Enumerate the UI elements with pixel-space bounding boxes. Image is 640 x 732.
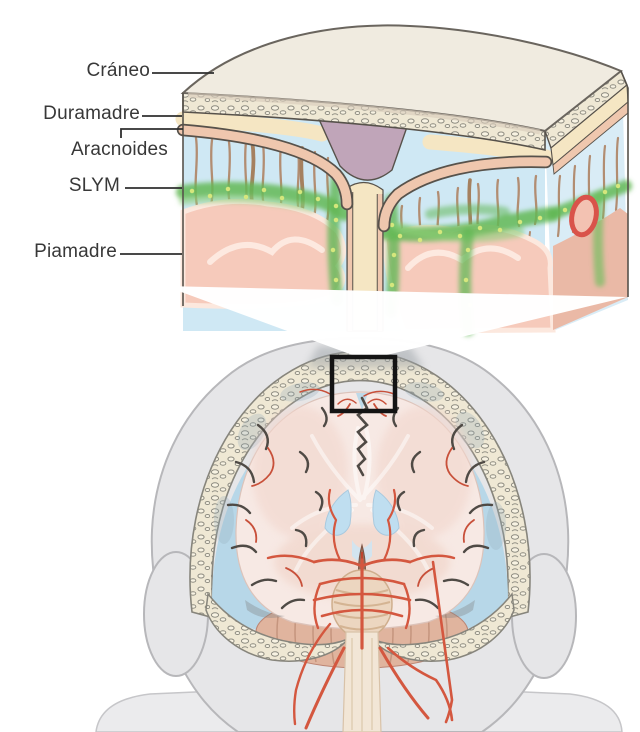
slym-granules bbox=[189, 183, 621, 308]
brain bbox=[226, 388, 494, 630]
fissure-csf bbox=[356, 393, 368, 410]
blood-vessel-ring bbox=[569, 194, 599, 238]
label-duramadre: Duramadre bbox=[43, 103, 140, 124]
label-piamadre: Piamadre bbox=[34, 241, 117, 262]
slym-membrane bbox=[176, 172, 632, 336]
sulci bbox=[226, 396, 494, 610]
zoom-region-indicator bbox=[329, 354, 398, 414]
label-slym: SLYM bbox=[68, 175, 120, 196]
basal-shadows bbox=[245, 600, 475, 618]
zoom-beam bbox=[165, 286, 627, 360]
dura-mater bbox=[175, 111, 554, 165]
skull-layer bbox=[180, 24, 629, 306]
label-aracnoides: Aracnoides bbox=[70, 139, 168, 160]
head-coronal-section bbox=[95, 336, 623, 732]
leader-lines bbox=[120, 72, 214, 255]
arteries bbox=[266, 488, 456, 730]
sagittal-sinus bbox=[316, 116, 409, 181]
label-craneo: Cráneo bbox=[86, 60, 150, 81]
brain-shading bbox=[252, 406, 472, 600]
inset-cross-section bbox=[175, 24, 632, 336]
ventricles bbox=[324, 489, 400, 598]
arachnoid-layer bbox=[176, 123, 553, 233]
leader-aracnoides bbox=[120, 128, 183, 138]
cortical-vessels bbox=[245, 388, 475, 587]
csf-texture bbox=[214, 382, 506, 550]
